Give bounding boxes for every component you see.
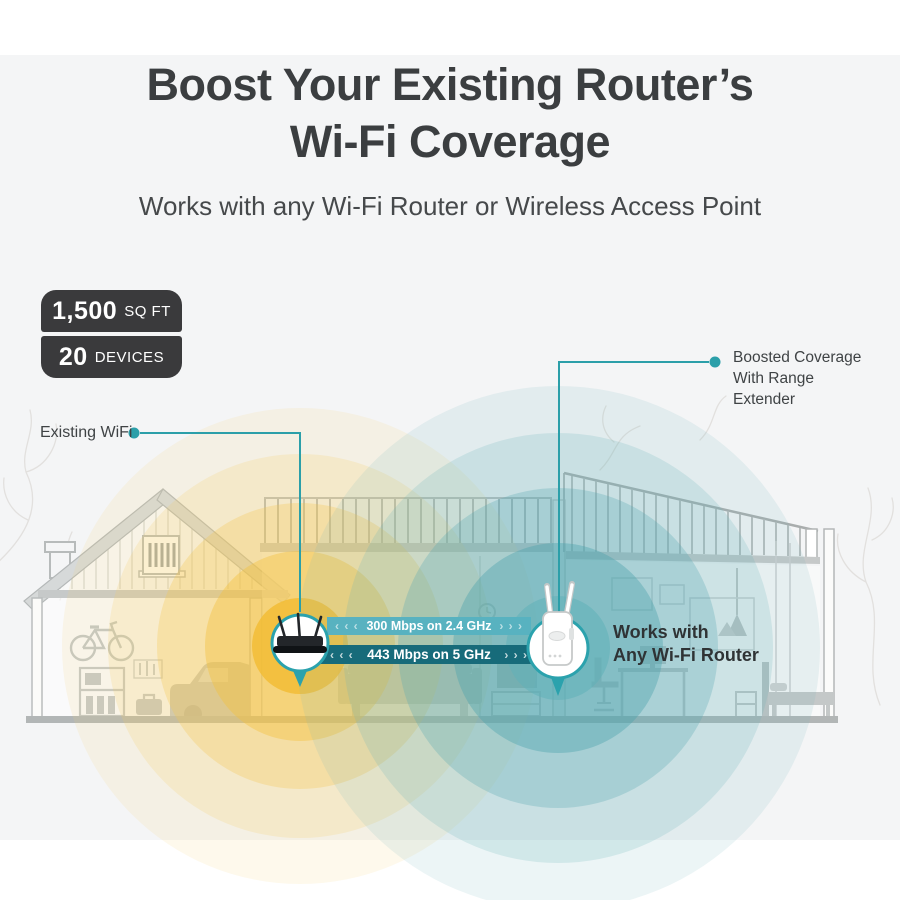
left-wall (31, 597, 43, 719)
works-with-note: Works with Any Wi-Fi Router (613, 621, 759, 667)
badge-value: 1,500 (52, 296, 118, 325)
boosted-coverage-label: Boosted Coverage With Range Extender (733, 347, 861, 410)
page-subtitle: Works with any Wi-Fi Router or Wireless … (138, 191, 762, 221)
works-with-line-2: Any Wi-Fi Router (613, 645, 759, 665)
sofa-icon (338, 664, 482, 716)
briefcase-icon (136, 693, 162, 715)
floor-line (26, 716, 838, 723)
boosted-label-line-1: Boosted Coverage (733, 349, 862, 366)
boosted-label-line-3: Extender (733, 391, 796, 408)
right-arrows-icon: › › › (499, 619, 523, 633)
spec-badges: 1,500 SQ FT 20 DEVICES (41, 290, 182, 378)
bicycle-icon (69, 620, 135, 662)
boosted-label-line-2: With Range (733, 370, 814, 387)
speed-bar-5ghz-label: 443 Mbps on 5 GHz (367, 647, 491, 662)
right-wall (823, 528, 835, 719)
tools-icon (133, 659, 163, 679)
speed-bar-2-4ghz: ‹ ‹ ‹ 300 Mbps on 2.4 GHz › › › (327, 617, 531, 635)
speed-bar-5ghz: ‹ ‹ ‹ 443 Mbps on 5 GHz › › › (321, 645, 537, 664)
left-arrows-icon: ‹ ‹ ‹ (330, 647, 354, 662)
left-arrows-icon: ‹ ‹ ‹ (335, 619, 359, 633)
desk-icon (618, 646, 688, 718)
page-title: Boost Your Existing Router’s Wi-Fi Cover… (0, 56, 900, 170)
badge-label: SQ FT (124, 302, 171, 320)
badge-label: DEVICES (94, 348, 165, 366)
title-line-1: Boost Your Existing Router’s (146, 59, 754, 110)
bed-icon (762, 662, 834, 718)
badge-device-count: 20 DEVICES (41, 336, 182, 378)
works-with-line-1: Works with (613, 622, 709, 642)
badge-coverage-area: 1,500 SQ FT (41, 290, 182, 332)
right-arrows-icon: › › › (504, 647, 528, 662)
wall-clock-icon (478, 603, 496, 621)
badge-value: 20 (58, 342, 88, 371)
title-line-2: Wi-Fi Coverage (289, 116, 611, 167)
existing-wifi-label: Existing WiFi (40, 424, 133, 441)
speed-bar-2-4ghz-label: 300 Mbps on 2.4 GHz (366, 619, 492, 633)
